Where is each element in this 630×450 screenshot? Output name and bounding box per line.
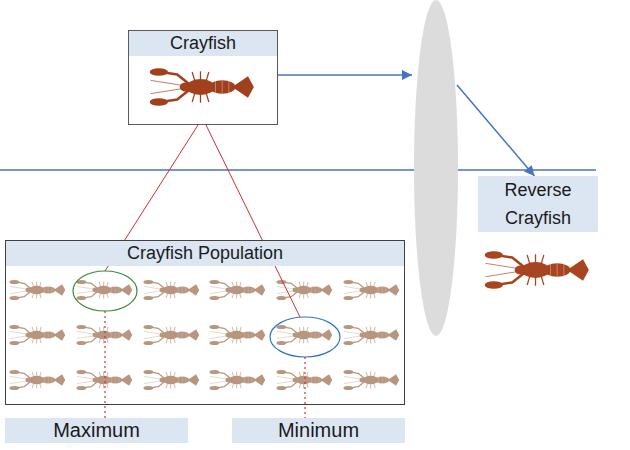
connector-line: [457, 85, 534, 176]
connector: [278, 70, 534, 176]
box-label: Maximum: [5, 418, 188, 443]
connector: [206, 125, 300, 317]
reverse-crayfish-image: [485, 251, 589, 289]
population-ground: [6, 266, 404, 404]
label-box: Minimum: [232, 418, 405, 443]
connector: [305, 357, 306, 418]
box-label: Reverse Crayfish: [478, 176, 598, 232]
divider-line: [0, 169, 596, 170]
population-grid: [9, 280, 399, 390]
output-box: Reverse Crayfish: [478, 176, 598, 304]
arrowhead: [524, 165, 534, 176]
connector-line: [278, 74, 412, 76]
crayfish-image: [150, 68, 254, 106]
input-box: Crayfish: [128, 30, 278, 125]
minimum-marker: [270, 317, 340, 357]
connector-line: [206, 125, 300, 317]
box-label: Crayfish: [129, 31, 277, 56]
box-label: Crayfish Population: [6, 241, 404, 266]
maximum-marker: [73, 271, 137, 311]
lens-ellipse: [414, 0, 458, 336]
box-label: Minimum: [232, 418, 405, 443]
population-box: Crayfish Population: [5, 240, 405, 405]
connector-line: [104, 311, 105, 418]
label-box: Maximum: [5, 418, 188, 443]
arrowhead: [402, 70, 412, 80]
connector: [105, 311, 106, 418]
connector-line: [304, 357, 305, 418]
